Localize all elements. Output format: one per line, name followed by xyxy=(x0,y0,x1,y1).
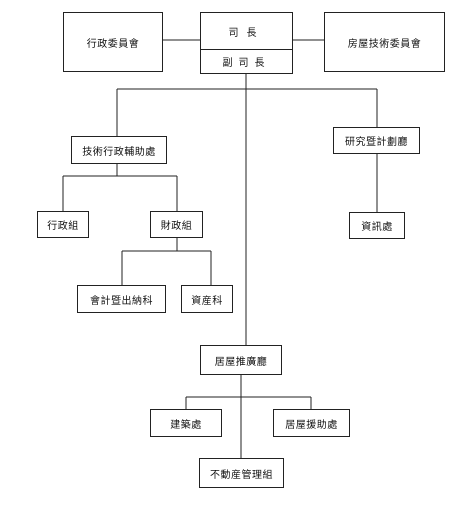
housing-assistance-box: 居屋援助處 xyxy=(273,409,350,437)
director-box: 司長 副司長 xyxy=(200,12,293,74)
assets-box: 資産科 xyxy=(181,285,233,313)
housing-promotion-label: 居屋推廣廳 xyxy=(214,356,268,368)
deputy-director-label: 副司長 xyxy=(222,57,271,69)
assets-label: 資産科 xyxy=(191,295,223,307)
real-estate-mgmt-box: 不動産管理組 xyxy=(199,458,284,488)
research-planning-box: 研究暨計劃廳 xyxy=(333,127,420,154)
finance-group-box: 財政組 xyxy=(150,211,203,238)
finance-group-label: 財政組 xyxy=(160,221,193,232)
housing-assistance-label: 居屋援助處 xyxy=(285,419,338,431)
accounting-box: 會計暨出納科 xyxy=(77,285,166,313)
tech-admin-support-box: 技術行政輔助處 xyxy=(71,136,167,164)
housing-tech-committee-label: 房屋技術委員會 xyxy=(347,38,422,50)
executive-committee-box: 行政委員會 xyxy=(63,12,163,72)
research-planning-label: 研究暨計劃廳 xyxy=(345,137,408,148)
accounting-label: 會計暨出納科 xyxy=(90,295,153,307)
admin-group-label: 行政組 xyxy=(47,221,79,232)
director-label: 司長 xyxy=(201,13,292,50)
housing-tech-committee-box: 房屋技術委員會 xyxy=(324,12,445,72)
information-label: 資訊處 xyxy=(361,222,393,233)
tech-admin-support-label: 技術行政輔助處 xyxy=(82,146,156,158)
executive-committee-label: 行政委員會 xyxy=(86,38,140,50)
construction-box: 建築處 xyxy=(150,409,222,437)
admin-group-box: 行政組 xyxy=(37,211,89,238)
construction-label: 建築處 xyxy=(170,419,202,431)
housing-promotion-box: 居屋推廣廳 xyxy=(200,345,282,375)
real-estate-mgmt-label: 不動産管理組 xyxy=(210,469,273,481)
information-box: 資訊處 xyxy=(349,212,405,239)
